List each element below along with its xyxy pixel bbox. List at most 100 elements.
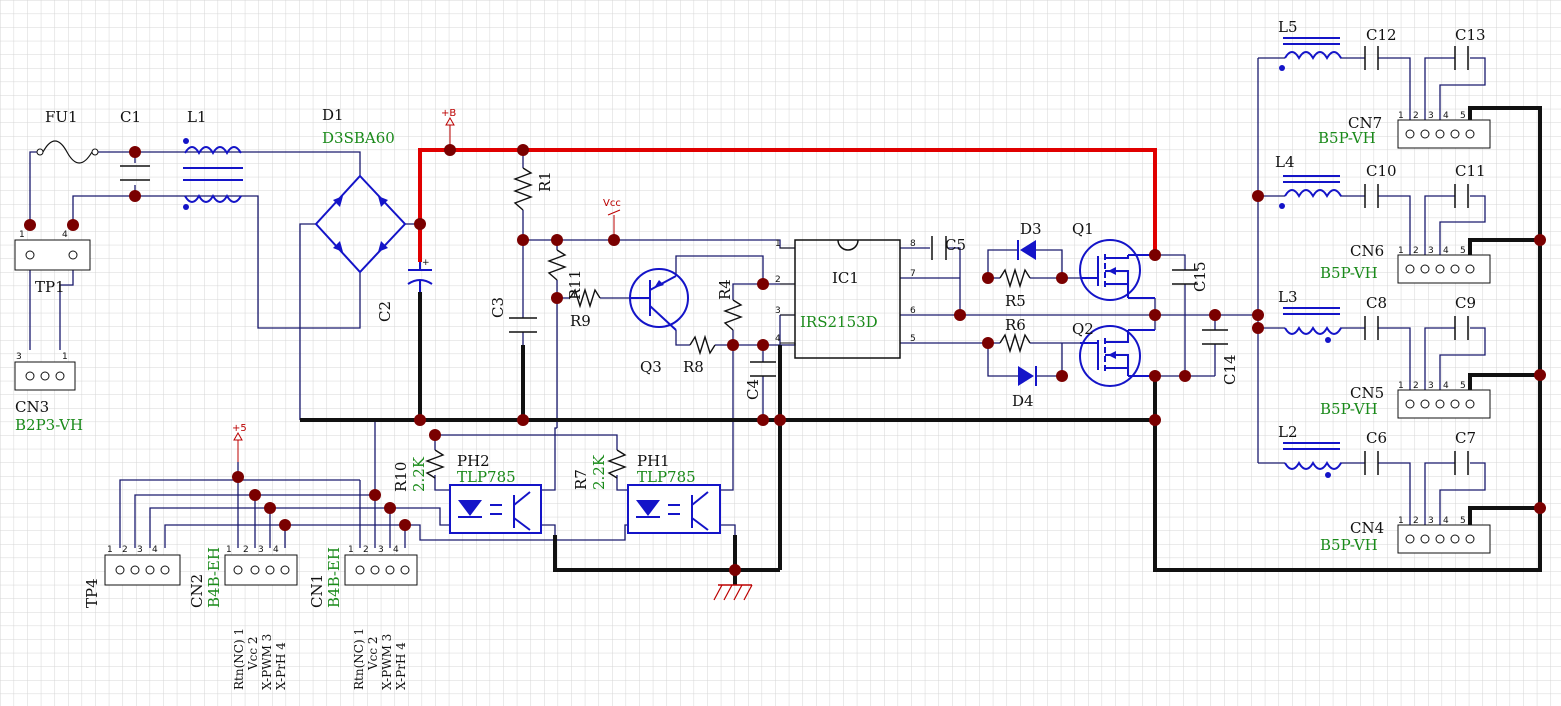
tp1-pin-1: 1 xyxy=(19,230,25,240)
resistor-r1: R1 xyxy=(513,167,554,211)
output-channel-cn6: L4 C10 C11 1 2 3 4 5 CN6 B5P-VH xyxy=(1275,153,1491,284)
ic1-pin-3: 3 xyxy=(775,306,781,316)
c4-label: C4 xyxy=(744,379,762,400)
cn7-pin-4: 4 xyxy=(1443,111,1449,121)
resistor-r9: R9 xyxy=(569,287,601,330)
q2-label: Q2 xyxy=(1072,320,1094,338)
l2-label: L2 xyxy=(1278,423,1298,441)
cn5-ref: CN5 xyxy=(1350,384,1384,402)
c10-label: C10 xyxy=(1366,162,1397,180)
cn4-value: B5P-VH xyxy=(1320,536,1378,554)
tp4-pin-3: 3 xyxy=(137,545,143,555)
capacitor-c3: C3 xyxy=(489,297,537,333)
c9-label: C9 xyxy=(1455,294,1476,312)
resistor-r7: R7 2.2K xyxy=(572,449,627,490)
cn7-ref: CN7 xyxy=(1348,114,1382,132)
output-channel-cn4: L2 C6 C7 1 2 3 4 5 CN4 B5P-VH xyxy=(1278,423,1491,554)
capacitor-c1: C1 xyxy=(120,108,150,181)
fu1-label: FU1 xyxy=(45,108,78,126)
resistor-r4: R4 xyxy=(716,279,743,331)
transistor-q3: Q3 xyxy=(629,268,689,376)
cn6-pin-5: 5 xyxy=(1460,246,1466,256)
r7-ref: R7 xyxy=(572,469,590,490)
ic-ic1: 1 2 3 4 8 7 6 5 IC1 IRS2153D xyxy=(775,239,916,359)
cn1-ref: CN1 xyxy=(308,574,326,608)
cn5-pin-5: 5 xyxy=(1460,381,1466,391)
connector-cn2: 1 2 3 4 CN2 B4B-EH Rtn(NC) 1 Vcc 2 X-PWM… xyxy=(188,545,298,690)
cn1-pin-note-2: Vcc 2 xyxy=(366,636,380,671)
capacitor-c2: + C2 xyxy=(376,258,433,322)
cn3-pin-1: 1 xyxy=(62,352,68,362)
ic1-pin-4: 4 xyxy=(775,334,781,344)
ph1-value: TLP785 xyxy=(637,468,696,486)
r9-label: R9 xyxy=(570,312,591,330)
tp4-pin-4: 4 xyxy=(152,545,158,555)
choke-l1: L1 xyxy=(183,108,243,210)
r6-label: R6 xyxy=(1005,316,1026,334)
l5-label: L5 xyxy=(1278,18,1298,36)
c5-label: C5 xyxy=(945,236,966,254)
cn2-pin-note-2: Vcc 2 xyxy=(246,636,260,671)
cn6-pin-3: 3 xyxy=(1428,246,1434,256)
diode-d4: D4 xyxy=(1012,366,1037,410)
cn6-pin-2: 2 xyxy=(1413,246,1419,256)
connector-tp4: 1 2 3 4 TP4 xyxy=(83,545,181,608)
ic1-ref: IC1 xyxy=(832,269,859,287)
cn7-value: B5P-VH xyxy=(1318,129,1376,147)
r1-label: R1 xyxy=(536,171,554,192)
connector-cn3: 3 1 CN3 B2P3-VH xyxy=(14,352,83,434)
cn6-value: B5P-VH xyxy=(1320,264,1378,282)
resistor-r6: R6 xyxy=(999,316,1031,354)
cn6-pin-4: 4 xyxy=(1443,246,1449,256)
cn4-pin-2: 2 xyxy=(1413,516,1419,526)
cn3-pin-3: 3 xyxy=(16,352,22,362)
cn7-pin-3: 3 xyxy=(1428,111,1434,121)
cn4-pin-5: 5 xyxy=(1460,516,1466,526)
l1-label: L1 xyxy=(187,108,207,126)
cn1-pin-3: 3 xyxy=(378,545,384,555)
r10-ref: R10 xyxy=(392,462,410,492)
ic1-value: IRS2153D xyxy=(800,313,878,331)
plus-5-label: +5 xyxy=(232,423,247,434)
d1-value: D3SBA60 xyxy=(322,129,395,147)
cn6-ref: CN6 xyxy=(1350,242,1384,260)
cn4-pin-4: 4 xyxy=(1443,516,1449,526)
cn6-pin-1: 1 xyxy=(1398,246,1404,256)
ic1-pin-5: 5 xyxy=(910,334,916,344)
resistor-r10: R10 2.2K xyxy=(392,449,445,492)
ic1-pin-1: 1 xyxy=(775,239,781,249)
optocoupler-ph1: PH1 TLP785 xyxy=(627,452,721,534)
ground-symbol xyxy=(713,584,753,601)
diode-d3: D3 xyxy=(1017,220,1042,260)
c15-label: C15 xyxy=(1191,261,1209,292)
cn5-pin-4: 4 xyxy=(1443,381,1449,391)
cn2-pin-3: 3 xyxy=(258,545,264,555)
capacitor-c14: C14 xyxy=(1202,329,1239,385)
cn5-pin-3: 3 xyxy=(1428,381,1434,391)
cn7-pin-1: 1 xyxy=(1398,111,1404,121)
cn2-pin-note-4: X-PrH 4 xyxy=(274,642,288,690)
output-channel-cn5: L3 C8 C9 1 2 3 4 5 CN5 B5P-VH xyxy=(1278,288,1491,419)
r4-label: R4 xyxy=(716,279,734,300)
cn5-value: B5P-VH xyxy=(1320,400,1378,418)
cn2-pin-2: 2 xyxy=(243,545,249,555)
c8-label: C8 xyxy=(1366,294,1387,312)
cn2-pin-note-1: Rtn(NC) 1 xyxy=(232,628,246,690)
q3-label: Q3 xyxy=(640,358,662,376)
q1-label: Q1 xyxy=(1072,220,1094,238)
tp1-label: TP1 xyxy=(35,278,65,296)
tp4-pin-2: 2 xyxy=(122,545,128,555)
r10-value: 2.2K xyxy=(410,456,428,492)
cn4-pin-3: 3 xyxy=(1428,516,1434,526)
output-channel-cn7: L5 C12 C13 1 2 3 4 5 CN7 B5P-VH xyxy=(1278,18,1491,149)
vcc-label: Vcc xyxy=(603,198,621,209)
mosfet-q1: Q1 xyxy=(1072,220,1155,301)
junction-dots xyxy=(24,144,1546,576)
l3-label: L3 xyxy=(1278,288,1298,306)
cn4-pin-1: 1 xyxy=(1398,516,1404,526)
cn1-pin-note-4: X-PrH 4 xyxy=(394,642,408,690)
capacitor-c15: C15 xyxy=(1172,261,1209,292)
l4-label: L4 xyxy=(1275,153,1295,171)
d1-ref: D1 xyxy=(322,106,344,124)
